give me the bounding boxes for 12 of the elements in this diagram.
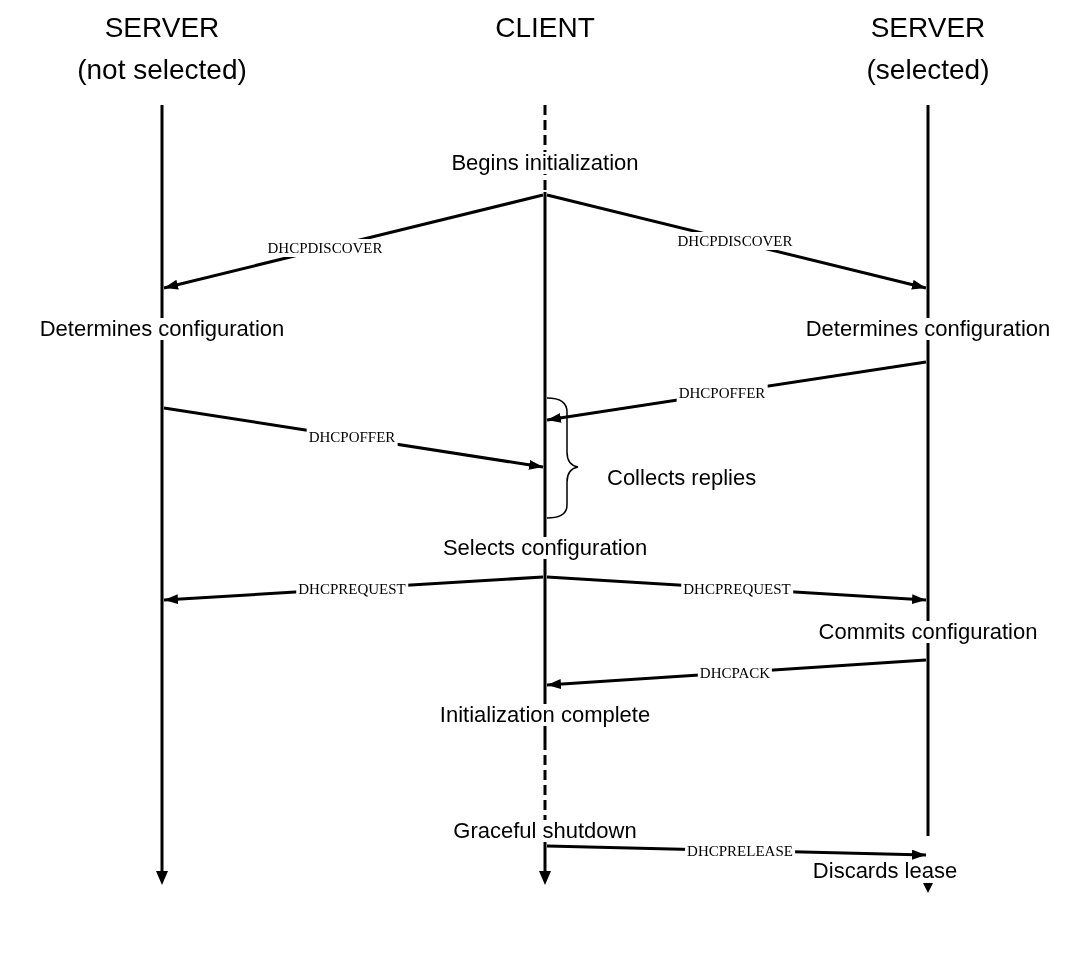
lifeline-title: (selected)	[865, 54, 991, 86]
edge-label: DHCPDISCOVER	[675, 232, 795, 251]
event-label: Commits configuration	[816, 621, 1040, 643]
lifeline-title: (not selected)	[76, 54, 248, 86]
lifeline-title: CLIENT	[494, 12, 596, 44]
lifeline-title: SERVER	[869, 12, 987, 44]
lifeline-title: SERVER	[103, 12, 221, 44]
edge-label: DHCPOFFER	[676, 384, 768, 403]
edge-label: DHCPDISCOVER	[265, 239, 385, 258]
edge-label: DHCPOFFER	[306, 428, 398, 447]
event-label: Collects replies	[605, 467, 759, 489]
event-label: Graceful shutdown	[451, 820, 639, 842]
